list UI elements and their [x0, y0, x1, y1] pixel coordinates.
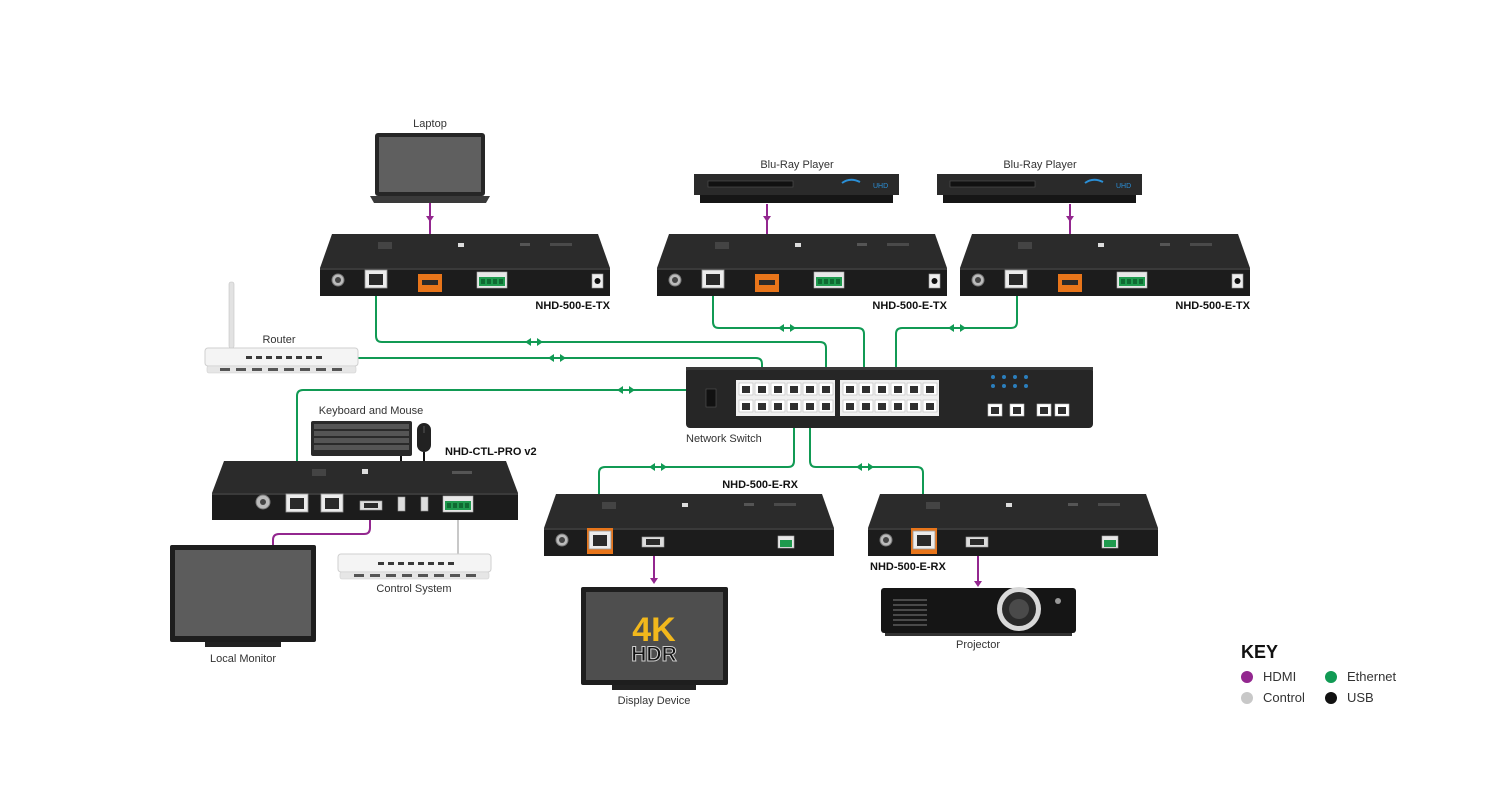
local-monitor-label: Local Monitor — [210, 653, 276, 665]
bluray-1-label: Blu-Ray Player — [760, 159, 834, 171]
network-switch: Network Switch — [686, 367, 1093, 445]
lan-port-1 — [285, 493, 309, 513]
display-4k-text: 4K — [632, 611, 676, 649]
decoder-rx-1: NHD-500-E-RX — [544, 479, 834, 556]
controller-label: NHD-CTL-PRO v2 — [445, 446, 537, 458]
encoder-tx-2: NHD-500-E-TX — [657, 234, 948, 312]
control-terminal — [442, 495, 474, 513]
cable-controller-monitor — [272, 507, 371, 546]
audio-out-terminal — [1116, 271, 1148, 289]
lens-icon — [1009, 599, 1029, 619]
power-switch-icon — [705, 388, 717, 408]
controller-ctl-pro: NHD-CTL-PRO v2 — [212, 446, 537, 520]
status-leds — [991, 375, 1028, 388]
cable-tx1-switch — [375, 283, 827, 390]
svg-text:USB: USB — [1347, 690, 1374, 705]
legend-swatch-usb — [1325, 692, 1337, 704]
svg-text:UHD: UHD — [873, 183, 888, 190]
ethernet-cables — [296, 283, 1018, 540]
keyboard-and-mouse: Keyboard and Mouse — [311, 405, 431, 456]
switch-label: Network Switch — [686, 433, 762, 445]
lan-port — [701, 269, 725, 289]
display-hdr-text: HDR — [631, 643, 677, 666]
display-screen — [586, 592, 723, 680]
bluray-logo-icon — [1084, 178, 1104, 184]
legend-title: KEY — [1241, 642, 1278, 662]
display-device-label: Display Device — [618, 695, 691, 707]
tx-3-label: NHD-500-E-TX — [1175, 300, 1250, 312]
rs232-terminal — [1101, 535, 1119, 549]
cable-tx3-switch — [895, 283, 1018, 390]
lan-port-2 — [320, 493, 344, 513]
usb-port-1 — [397, 496, 406, 512]
router-label: Router — [262, 334, 295, 346]
bluray-logo-icon — [841, 178, 861, 184]
cable-router-switch — [358, 357, 763, 390]
bluray-player-2: Blu-Ray Player UHD — [937, 159, 1142, 203]
svg-text:Ethernet: Ethernet — [1347, 669, 1397, 684]
antenna-icon — [228, 281, 235, 349]
control-system: Control System — [337, 553, 492, 595]
audio-out-terminal — [813, 271, 845, 289]
audio-out-terminal — [476, 271, 508, 289]
cable-switch-rx1 — [598, 405, 795, 540]
display-stand — [612, 685, 696, 690]
rs232-terminal — [777, 535, 795, 549]
cable-tx2-switch — [712, 283, 865, 390]
usb-port-2 — [420, 496, 429, 512]
vent-grille-icon — [893, 599, 927, 626]
rx-1-label: NHD-500-E-RX — [722, 479, 798, 491]
svg-text:Control: Control — [1263, 690, 1305, 705]
lan-port — [364, 269, 388, 289]
display-device: 4K HDR Display Device — [581, 587, 728, 707]
rx-2-label: NHD-500-E-RX — [870, 561, 946, 573]
legend-swatch-hdmi — [1241, 671, 1253, 683]
legend-swatch-ethernet — [1325, 671, 1337, 683]
tx-2-label: NHD-500-E-TX — [872, 300, 947, 312]
projector-label: Projector — [956, 639, 1000, 651]
legend-item-ethernet: Ethernet — [1325, 669, 1397, 684]
bluray-player-1: Blu-Ray Player UHD — [694, 159, 899, 203]
disc-slot — [707, 180, 794, 188]
monitor-stand — [205, 642, 281, 647]
laptop-label: Laptop — [413, 118, 447, 130]
laptop: Laptop — [370, 118, 490, 203]
keyboard-mouse-label: Keyboard and Mouse — [319, 405, 424, 417]
encoder-tx-3: NHD-500-E-TX — [960, 234, 1251, 312]
local-monitor: Local Monitor — [170, 545, 316, 665]
legend-swatch-control — [1241, 692, 1253, 704]
projector: Projector — [881, 587, 1076, 651]
legend-item-control: Control — [1241, 690, 1305, 705]
laptop-base — [370, 196, 490, 203]
bluray-2-label: Blu-Ray Player — [1003, 159, 1077, 171]
decoder-rx-2: NHD-500-E-RX — [868, 494, 1158, 573]
cable-controller-switch — [296, 389, 744, 500]
svg-text:UHD: UHD — [1116, 183, 1131, 190]
legend-item-hdmi: HDMI — [1241, 669, 1296, 684]
svg-text:HDMI: HDMI — [1263, 669, 1296, 684]
monitor-screen — [175, 550, 311, 636]
laptop-screen — [379, 137, 481, 192]
legend-item-usb: USB — [1325, 690, 1374, 705]
lan-port — [1004, 269, 1028, 289]
cable-switch-rx2 — [809, 405, 924, 540]
control-system-label: Control System — [376, 583, 451, 595]
tx-1-label: NHD-500-E-TX — [535, 300, 610, 312]
mouse-icon — [417, 423, 431, 452]
encoder-tx-1: NHD-500-E-TX — [320, 234, 611, 312]
disc-slot — [949, 180, 1036, 188]
legend: KEY HDMI Ethernet Control USB — [1241, 642, 1397, 705]
router: Router — [204, 281, 359, 374]
